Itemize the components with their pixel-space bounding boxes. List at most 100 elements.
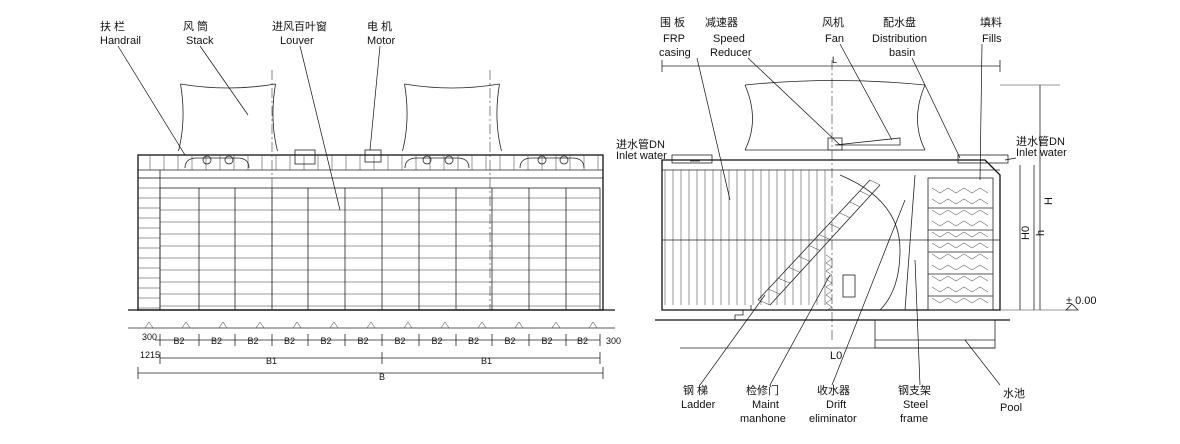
ladder-rung: [788, 267, 801, 273]
motor-symbol: [537, 155, 547, 165]
side-casing-outline: [661, 159, 1001, 311]
reducer-label-en1: Speed: [713, 33, 745, 45]
foundation-mark: [292, 321, 302, 329]
manhole-label-en1: Maint: [752, 399, 779, 411]
foundation-mark: [329, 321, 339, 329]
fan-label-cn: 风机: [822, 15, 844, 29]
dim-zero-level: ± 0.00: [1066, 295, 1097, 307]
fill-pattern: [931, 187, 989, 194]
reducer-label-en2: Reducer: [710, 47, 752, 59]
service-ladder-mark: [825, 262, 833, 272]
dim-L0: L0: [830, 350, 842, 362]
speed-reducer-body: [827, 137, 843, 151]
stack-right-edge: [496, 83, 502, 152]
fill-pattern: [931, 275, 989, 282]
inlet-right-label-en: Inlet water: [1016, 147, 1067, 159]
leader-speed-reducer: [747, 57, 841, 146]
label-inlet-right: 进水管DN Inlet water: [1016, 134, 1067, 159]
zero-level-symbol: [1065, 303, 1079, 311]
motor-housing: [364, 149, 382, 163]
leader-handrail: [117, 45, 186, 156]
dim-b2-label: B2: [505, 336, 516, 346]
basin-label-en1: Distribution: [872, 33, 927, 45]
pool-outline: [874, 319, 996, 349]
motor-symbol: [444, 155, 454, 165]
leader-distribution-basin: [911, 57, 961, 159]
dim-b1-right: B1: [481, 356, 492, 366]
manhole-label-en2: manhone: [740, 413, 786, 425]
front-elevation-drawing: [117, 45, 615, 379]
handrail-label-cn: 扶 栏: [100, 19, 125, 33]
foundation-mark: [403, 321, 413, 329]
inlet-left-label-en: Inlet water: [616, 150, 667, 162]
leader-drift: [831, 199, 906, 386]
fill-block: [927, 177, 994, 311]
label-ladder: 钢 梯 Ladder: [681, 384, 716, 411]
foundation-mark: [588, 321, 598, 329]
label-speed-reducer: 减速器 Speed Reducer: [705, 16, 752, 59]
drift-eliminator-line: [904, 174, 916, 311]
stack-top-rim: [180, 83, 276, 89]
service-ladder-mark: [825, 294, 833, 304]
stack-top-rim: [404, 83, 500, 89]
leader-inlet-right: [1004, 157, 1017, 161]
foundation-mark: [181, 321, 191, 329]
leader-fan: [839, 43, 893, 141]
dim-b2-label: B2: [321, 336, 332, 346]
dim-b2-label: B2: [432, 336, 443, 346]
fill-pattern: [931, 286, 989, 293]
dim-H0: H0: [1020, 226, 1032, 240]
dim-b: B: [379, 372, 385, 382]
dim-left-1215: 1215: [140, 350, 160, 360]
foundation-mark: [144, 321, 154, 329]
dim-b2-label: B2: [174, 336, 185, 346]
inlet-left-label-cn: 进水管DN: [616, 137, 665, 151]
basin-label-cn: 配水盘: [883, 15, 916, 29]
frp-label-en2: casing: [659, 47, 691, 59]
dim-b2-label: B2: [395, 336, 406, 346]
pool-label-cn: 水池: [1003, 387, 1025, 400]
drift-label-en2: eliminator: [809, 413, 857, 425]
foundation-mark: [551, 321, 561, 329]
label-drift-eliminator: 收水器 Drift eliminator: [809, 383, 857, 425]
dim-b2-label: B2: [284, 336, 295, 346]
drift-label-en1: Drift: [826, 399, 846, 411]
leader-stack: [199, 45, 249, 116]
ladder-rung: [849, 201, 861, 208]
motor-housing: [294, 149, 316, 165]
ladder-rung: [768, 288, 781, 295]
foundation-mark: [477, 321, 487, 329]
steel-label-en2: frame: [900, 413, 928, 425]
foundation-mark: [440, 321, 450, 329]
inlet-right-label-cn: 进水管DN: [1016, 134, 1065, 148]
ladder-rung: [859, 190, 871, 197]
dim-b2-label: B2: [577, 336, 588, 346]
dim-h: h: [1035, 230, 1047, 236]
motor-symbol: [224, 155, 234, 165]
louver-label-en: Louver: [280, 35, 314, 47]
ladder-rung: [798, 256, 811, 262]
louver-panel: [159, 187, 601, 311]
motor-label-en: Motor: [367, 35, 395, 47]
dim-L: L: [832, 55, 837, 65]
label-fills: 填料 Fills: [980, 15, 1002, 45]
service-ladder-mark: [825, 286, 833, 296]
leader-ladder: [699, 294, 766, 386]
foundation-mark: [514, 321, 524, 329]
dim-left-300: 300: [142, 332, 157, 342]
manhole-door: [842, 274, 856, 298]
label-motor: 电 机 Motor: [367, 19, 395, 47]
fan-label-en: Fan: [825, 33, 844, 45]
label-handrail: 扶 栏 Handrail: [100, 19, 141, 47]
ladder-label-cn: 钢 梯: [683, 384, 708, 397]
ladder-rail: [769, 184, 881, 306]
frp-label-cn: 围 板: [660, 15, 685, 29]
dim-H: H: [1043, 197, 1055, 205]
stack-left-edge: [178, 83, 184, 152]
label-louver: 进风百叶窗 Louver: [272, 19, 327, 47]
steel-label-cn: 钢支架: [898, 384, 931, 397]
foundation-mark: [366, 321, 376, 329]
dim-b2-label: B2: [211, 336, 222, 346]
